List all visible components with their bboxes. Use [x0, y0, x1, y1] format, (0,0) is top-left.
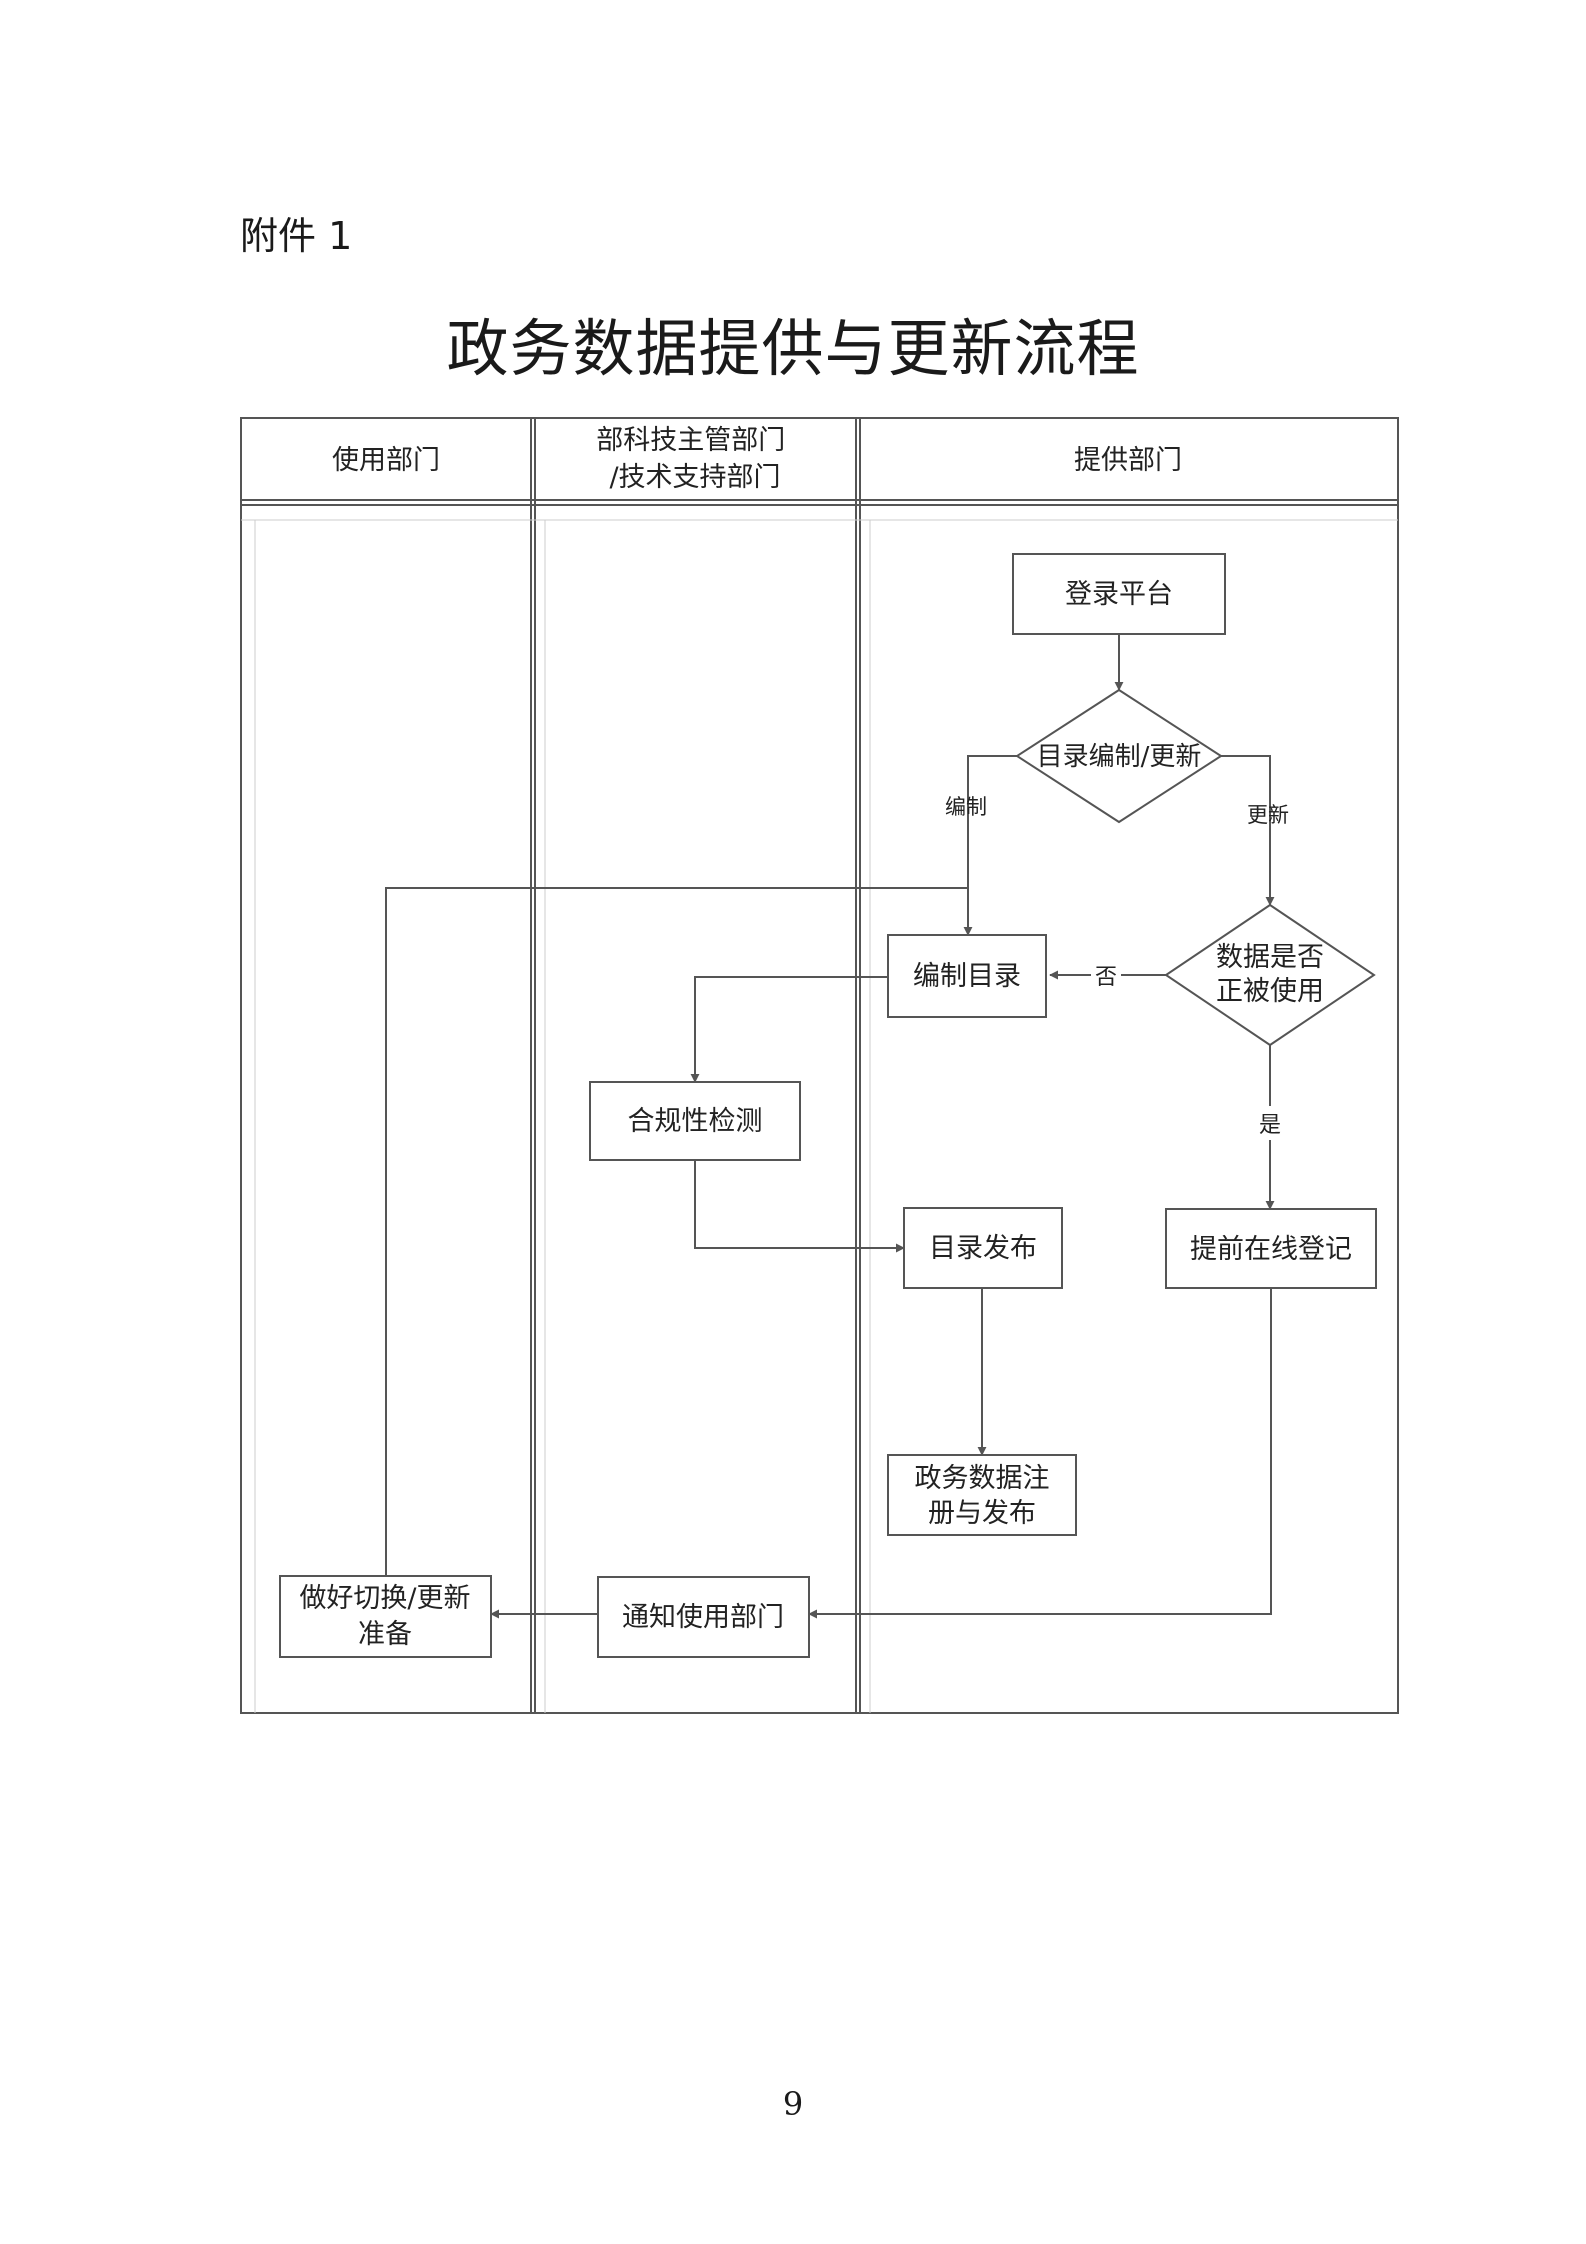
edge-label-update: 更新 — [1247, 803, 1289, 827]
node-online-register-label: 提前在线登记 — [1190, 1234, 1352, 1265]
node-catalog-publish-label: 目录发布 — [929, 1233, 1037, 1264]
node-login-box — [1012, 553, 1226, 635]
edge-register-to-notify — [808, 1288, 1272, 1619]
node-data-in-use-diamond — [1164, 903, 1376, 1047]
node-data-in-use-label: 数据是否正被使用 — [1216, 942, 1324, 1007]
edge-compile-to-compliance — [690, 976, 888, 1083]
node-compliance-check-label: 合规性检测 — [628, 1106, 763, 1137]
node-catalog-decision-diamond — [1015, 688, 1223, 824]
node-register-publish-box — [887, 1454, 1077, 1536]
edge-decision-to-inuse — [1221, 755, 1275, 906]
node-compile-catalog-box — [887, 934, 1047, 1018]
lane-header-provider-dept: 提供部门 — [1074, 445, 1182, 476]
edge-label-no: 否 — [1095, 965, 1117, 990]
page-title: 政务数据提供与更新流程 — [446, 312, 1140, 385]
node-catalog-publish-box — [903, 1207, 1063, 1289]
node-register-publish-label: 政务数据注册与发布 — [915, 1463, 1050, 1529]
edge-decision-to-compile — [963, 755, 1017, 936]
node-prepare-switch-label: 做好切换/更新准备 — [299, 1583, 470, 1650]
node-catalog-decision-label: 目录编制/更新 — [1037, 742, 1202, 772]
node-notify-users-label: 通知使用部门 — [622, 1602, 784, 1633]
lane-inner-borders — [241, 519, 1398, 1713]
lane-header-user-dept: 使用部门 — [332, 445, 440, 476]
attachment-label: 附件 1 — [240, 214, 353, 258]
node-online-register-box — [1165, 1208, 1377, 1289]
edge-label-yes: 是 — [1259, 1113, 1281, 1138]
edge-prepare-loop-to-compile — [385, 887, 968, 1577]
swimlane-frame — [240, 417, 1399, 1714]
node-notify-users-box — [597, 1576, 810, 1658]
node-compliance-check-box — [589, 1081, 801, 1161]
edge-label-compile: 编制 — [945, 795, 987, 819]
page-number: 9 — [782, 2085, 804, 2123]
node-login-label: 登录平台 — [1065, 579, 1173, 610]
edge-compliance-to-publish — [694, 1160, 905, 1253]
node-compile-catalog-label: 编制目录 — [913, 961, 1021, 992]
lane-header-tech-dept: 部科技主管部门 /技术支持部门 — [596, 425, 794, 493]
node-prepare-switch-box — [279, 1575, 492, 1658]
